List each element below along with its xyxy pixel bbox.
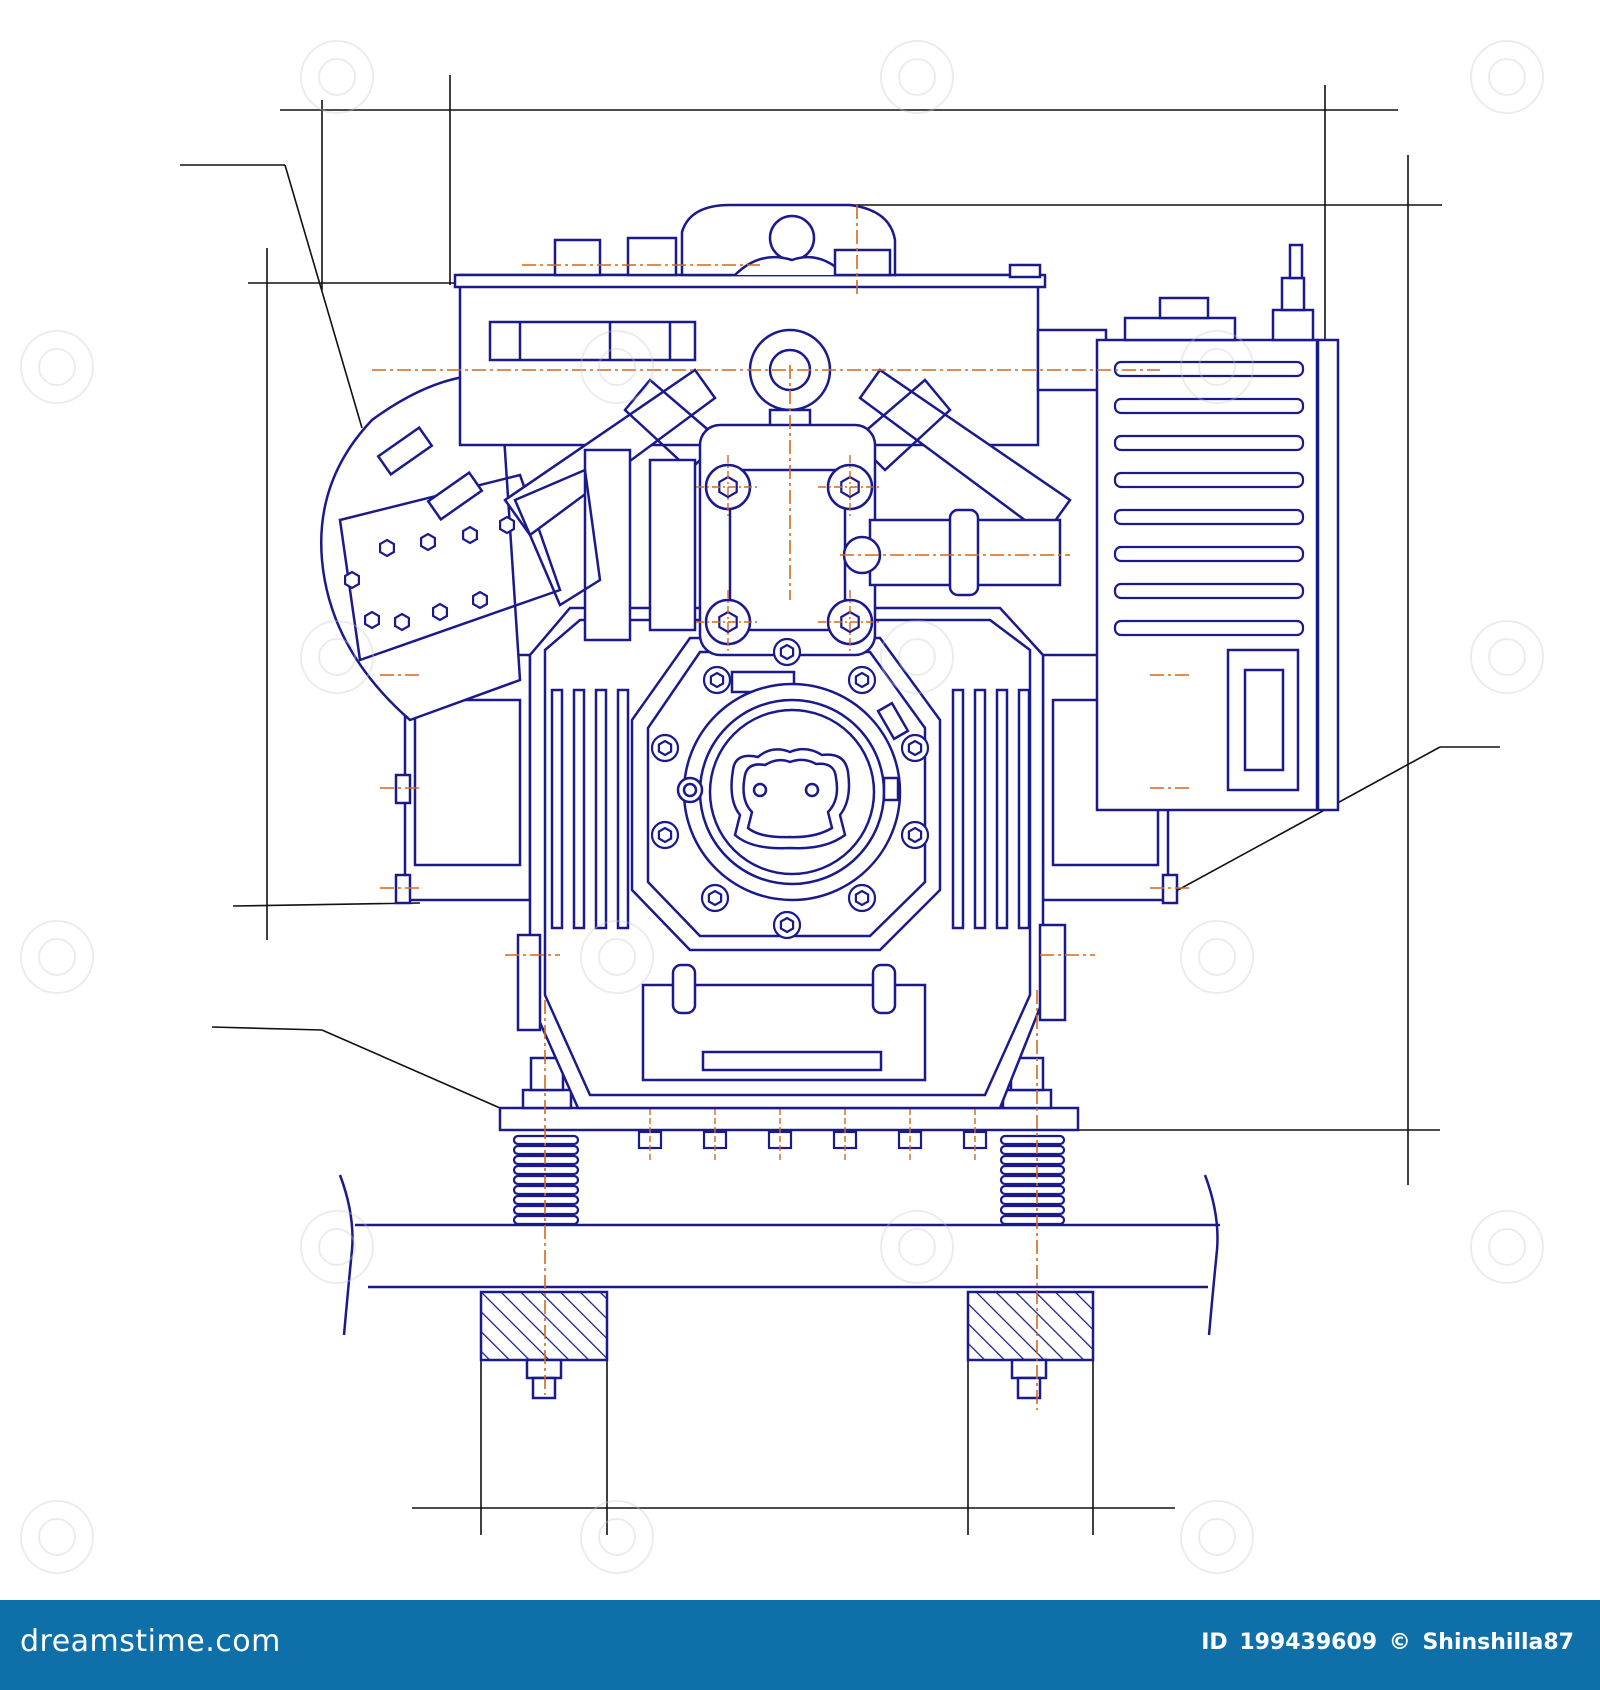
spring-coil xyxy=(512,1214,580,1226)
vent-slot xyxy=(1113,619,1305,637)
image-credit: ID 199439609 © Shinshilla87 xyxy=(1201,1630,1578,1655)
base-nuts xyxy=(637,1100,988,1162)
cylinder-heads xyxy=(453,203,1108,657)
flange-bolt xyxy=(854,671,870,689)
id-label: ID xyxy=(1201,1630,1228,1655)
author-name[interactable]: Shinshilla87 xyxy=(1422,1630,1574,1655)
cooling-unit xyxy=(1095,243,1340,812)
flange-bolt xyxy=(854,889,870,907)
spring-coil xyxy=(512,1184,580,1196)
flywheel-bolt xyxy=(499,515,516,535)
spring-coil xyxy=(512,1204,580,1216)
spring-coil xyxy=(999,1174,1066,1186)
flywheel-bolt xyxy=(364,610,380,630)
engine-body xyxy=(394,606,1179,1110)
vent-slot xyxy=(1113,397,1305,415)
copyright-symbol: © xyxy=(1388,1630,1411,1655)
flywheel-bolt xyxy=(420,532,436,552)
spring-coil xyxy=(999,1154,1066,1166)
flange-bolt xyxy=(779,643,795,661)
flange-bolt xyxy=(779,916,795,934)
vent-slot xyxy=(1113,545,1305,563)
hatched-supports xyxy=(479,1290,1095,1400)
vent-slot xyxy=(1113,582,1305,600)
mount-springs xyxy=(512,1134,1066,1226)
dimension-lines xyxy=(180,75,1500,1535)
flange-bolt xyxy=(657,739,673,757)
spring-coil xyxy=(999,1164,1066,1176)
vent-slot xyxy=(1113,434,1305,452)
spring-coil xyxy=(512,1164,580,1176)
flywheel-bolt xyxy=(344,570,360,590)
flange-bolt xyxy=(707,889,723,907)
vent-slot xyxy=(1113,471,1305,489)
flywheel-bolt xyxy=(462,525,478,545)
spring-coil xyxy=(512,1144,580,1156)
flange-bolt xyxy=(907,826,923,844)
vent-slot xyxy=(1113,508,1305,526)
engine-blueprint-drawing xyxy=(180,75,1500,1535)
spring-coil xyxy=(999,1214,1066,1226)
id-value: 199439609 xyxy=(1239,1630,1378,1655)
spring-coil xyxy=(512,1174,580,1186)
spring-coil xyxy=(999,1144,1066,1156)
spring-coil xyxy=(999,1204,1066,1216)
spring-coil xyxy=(999,1194,1066,1206)
flywheel-bolt xyxy=(379,538,395,558)
brand-logo[interactable]: dreamstime.com xyxy=(20,1624,281,1659)
spring-coil xyxy=(512,1134,580,1146)
base-rail xyxy=(338,1174,1220,1336)
spring-coil xyxy=(512,1194,580,1206)
footer-bar: dreamstime.com ID 199439609 © Shinshilla… xyxy=(0,1600,1600,1690)
flange-bolt xyxy=(657,826,673,844)
flywheel-bolt xyxy=(432,602,448,622)
spring-coil xyxy=(999,1184,1066,1196)
vent-slot xyxy=(1113,360,1305,378)
flange-bolt xyxy=(907,739,923,757)
spring-coil xyxy=(512,1154,580,1166)
flange-bolt xyxy=(709,671,725,689)
flywheel-bolt xyxy=(394,612,410,632)
flywheel-bolts xyxy=(344,515,516,632)
bolt-center-marks xyxy=(696,455,882,654)
flywheel-bolt xyxy=(472,590,488,610)
flywheel-cover xyxy=(320,373,562,722)
spring-coil xyxy=(999,1134,1066,1146)
center-lines xyxy=(372,205,1190,1410)
cooling-vents xyxy=(1113,360,1305,637)
